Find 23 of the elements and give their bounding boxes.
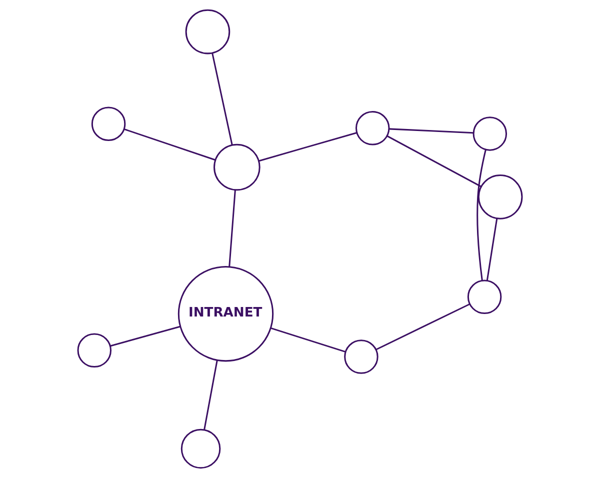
connector	[486, 218, 498, 281]
connector	[124, 128, 216, 161]
node-circle: INTRANET	[178, 266, 274, 362]
node-circle	[214, 144, 260, 191]
connector	[212, 52, 233, 146]
node-circle	[77, 333, 112, 368]
node-circle	[356, 111, 390, 146]
node-circle	[344, 340, 378, 374]
connector	[258, 132, 358, 162]
node-circle	[478, 174, 523, 220]
connector	[270, 327, 346, 352]
connector	[389, 128, 474, 134]
connector	[376, 303, 470, 350]
node-circle	[180, 428, 221, 469]
node-circle	[467, 280, 502, 314]
node-circle	[91, 106, 126, 141]
connector	[228, 190, 236, 267]
connector	[110, 326, 181, 347]
connector	[476, 149, 486, 281]
connector	[386, 135, 482, 188]
node-circle	[185, 9, 230, 54]
node-circle	[472, 116, 508, 151]
connector	[204, 360, 218, 430]
